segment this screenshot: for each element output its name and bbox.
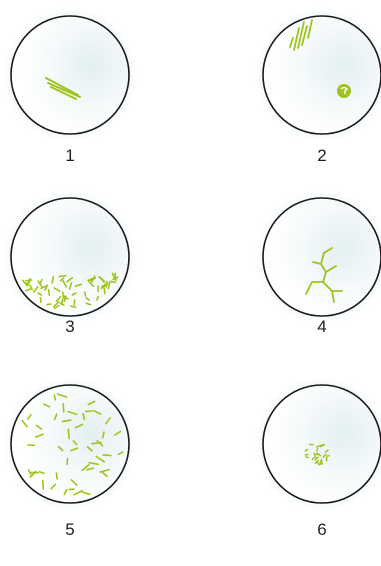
dish-6: 6	[252, 380, 381, 560]
cell-dash	[74, 300, 75, 305]
dish-4: 4	[252, 190, 381, 370]
cell-dash	[56, 473, 57, 479]
cell-dash	[306, 457, 308, 458]
dish-label: 1	[0, 146, 140, 166]
cell-dash	[26, 280, 32, 281]
cell-dash	[68, 429, 69, 438]
dish-6-graphic	[252, 380, 381, 525]
dish-2: 2	[252, 0, 381, 180]
cell-dash	[317, 449, 318, 451]
dish-1-graphic	[0, 0, 140, 145]
dish-2-graphic	[252, 0, 381, 145]
dish-label: 6	[252, 520, 381, 540]
cell-dash	[69, 489, 74, 490]
cell-dash	[83, 414, 84, 420]
cell-dash	[317, 460, 319, 461]
dish-label: 3	[0, 317, 140, 337]
cell-dash	[316, 454, 318, 455]
dish-5-graphic	[0, 380, 140, 525]
well-outline	[11, 198, 129, 316]
cell-dash	[110, 281, 115, 282]
cell-dash	[85, 292, 86, 296]
cell-dash	[59, 276, 66, 277]
cell-dash	[63, 404, 64, 412]
cell-dash	[104, 288, 105, 294]
cell-dash	[103, 455, 111, 456]
well-outline	[11, 385, 129, 503]
well-outline	[263, 385, 381, 503]
dish-label: 2	[252, 146, 381, 166]
well-outline	[11, 16, 129, 134]
dish-4-graphic	[252, 190, 381, 335]
well-outline	[263, 16, 381, 134]
colony	[337, 84, 351, 98]
dish-label: 5	[0, 520, 140, 540]
cell-dash	[49, 290, 50, 295]
cell-dash	[43, 480, 44, 489]
cell-dash	[86, 411, 93, 412]
cell-dash	[47, 304, 51, 305]
dish-1: 1	[0, 0, 140, 180]
dish-3: 3	[0, 190, 140, 370]
dish-label: 4	[252, 317, 381, 337]
dish-3-graphic	[0, 190, 140, 335]
dish-5: 5	[0, 380, 140, 560]
cell-dash	[91, 278, 96, 279]
